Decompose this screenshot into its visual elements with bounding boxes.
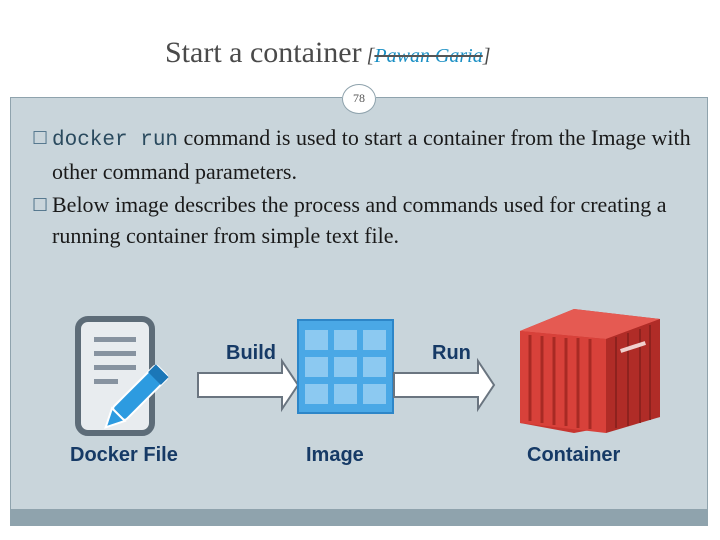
image-grid-icon: [297, 319, 394, 414]
diagram-graphics: [75, 309, 660, 436]
author-link[interactable]: Pawan Garia: [374, 45, 483, 67]
inline-code: docker run: [52, 129, 179, 152]
shipping-container-icon: [520, 309, 660, 433]
slide-title: Start a container [Pawan Garia]: [165, 36, 491, 70]
header-divider-left: [10, 97, 342, 98]
footer-bar: [10, 509, 708, 526]
run-label: Run: [432, 342, 471, 364]
bullet-text: Below image describes the process and co…: [52, 192, 667, 248]
docker-workflow-diagram: Docker File Build Image Run Container: [60, 305, 660, 490]
bullet-marker-icon: □: [32, 194, 49, 214]
build-label: Build: [226, 342, 276, 364]
header-divider-right: [376, 97, 708, 98]
bullet-list: □docker run command is used to start a c…: [32, 122, 702, 253]
document-edit-icon: [75, 316, 169, 436]
docker-file-label: Docker File: [70, 444, 178, 466]
bullet-text: command is used to start a container fro…: [52, 125, 691, 184]
title-text: Start a container: [165, 36, 362, 69]
bullet-item: □docker run command is used to start a c…: [32, 122, 702, 187]
build-arrow-icon: [197, 357, 300, 413]
page-number-badge: 78: [342, 84, 376, 114]
author-credit: [Pawan Garia]: [361, 45, 491, 67]
image-label: Image: [306, 444, 364, 466]
run-arrow-icon: [393, 357, 496, 413]
header-area: [10, 10, 708, 98]
bullet-marker-icon: □: [32, 127, 49, 147]
container-label: Container: [527, 444, 621, 466]
bullet-item: □Below image describes the process and c…: [32, 189, 702, 251]
